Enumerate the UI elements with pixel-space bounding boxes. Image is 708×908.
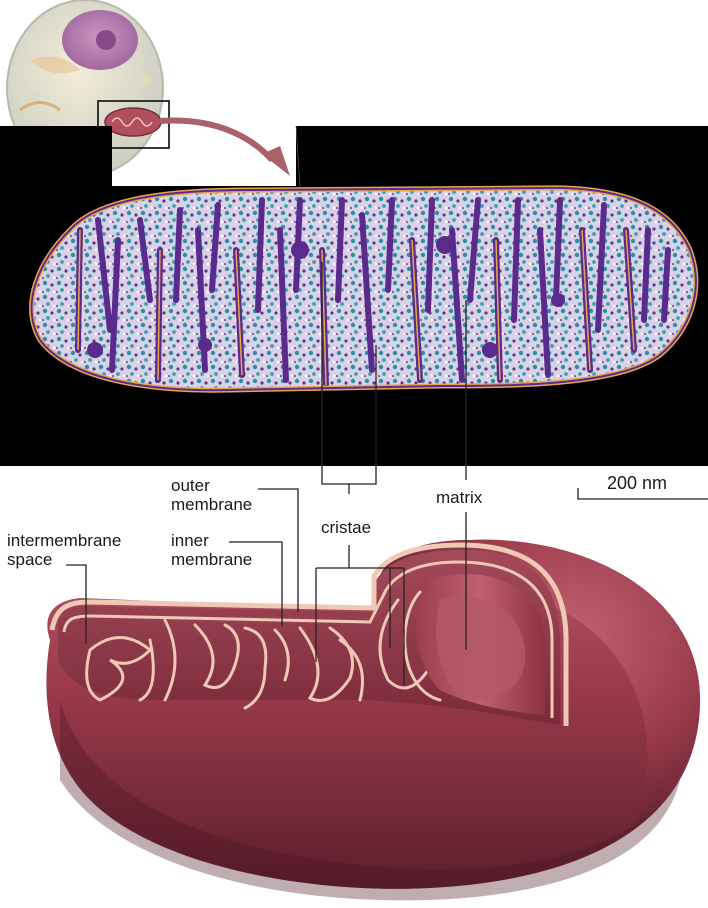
mitochondrion-cutaway	[46, 540, 700, 901]
outer-membrane-label-line2: membrane	[171, 495, 252, 514]
intermembrane-space-label: intermembrane space	[7, 531, 121, 569]
outer-membrane-label-line1: outer	[171, 476, 252, 495]
outer-membrane-label: outer membrane	[171, 476, 252, 514]
inner-membrane-label-line2: membrane	[171, 550, 252, 569]
micrograph-panel	[0, 126, 708, 466]
scale-bar-label: 200 nm	[607, 474, 667, 493]
intermembrane-space-label-line2: space	[7, 550, 121, 569]
inner-membrane-label: inner membrane	[171, 531, 252, 569]
matrix-label: matrix	[436, 488, 482, 507]
zoom-arrow	[160, 121, 290, 176]
outer-membrane-leader	[258, 489, 298, 612]
cristae-label: cristae	[321, 518, 371, 537]
intermembrane-space-label-line1: intermembrane	[7, 531, 121, 550]
inner-membrane-label-line1: inner	[171, 531, 252, 550]
